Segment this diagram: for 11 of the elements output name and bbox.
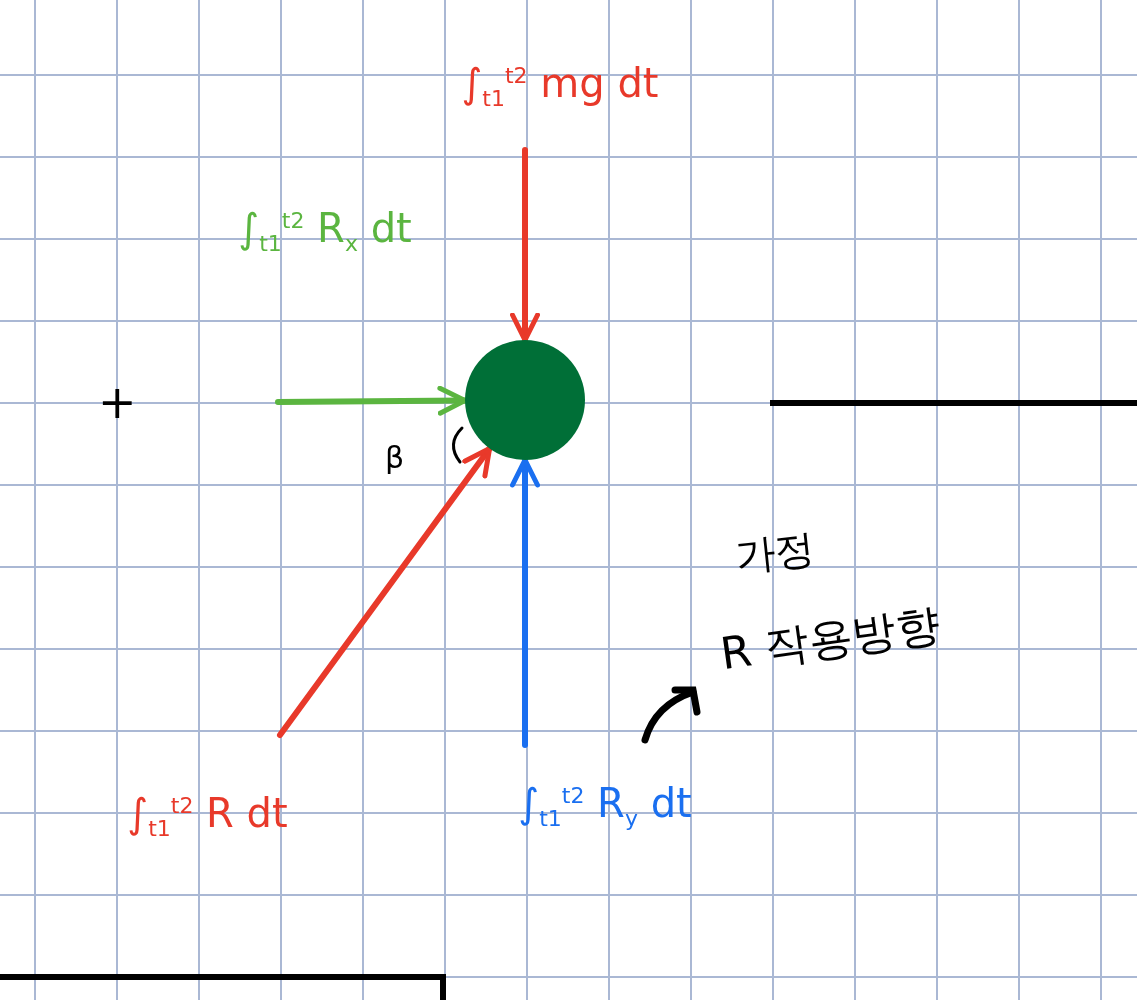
arrow <box>510 147 540 343</box>
note-text: 가정 <box>732 523 818 582</box>
plus-sign: + <box>98 375 137 429</box>
impulse-formula: ∫$_{t1}$$^{t2}$ mg dt <box>461 59 659 111</box>
impulse-formula: ∫$_{t1}$$^{t2}$ R$_{x}$ dt <box>238 204 412 256</box>
note-text: R 작용방향 <box>716 596 944 682</box>
angle-label: β <box>385 440 405 475</box>
arrow <box>510 457 540 748</box>
arrow <box>277 445 493 738</box>
impulse-formula: ∫$_{t1}$$^{t2}$ R dt <box>127 789 288 841</box>
impulse-formula: ∫$_{t1}$$^{t2}$ R$_{y}$ dt <box>518 779 692 831</box>
